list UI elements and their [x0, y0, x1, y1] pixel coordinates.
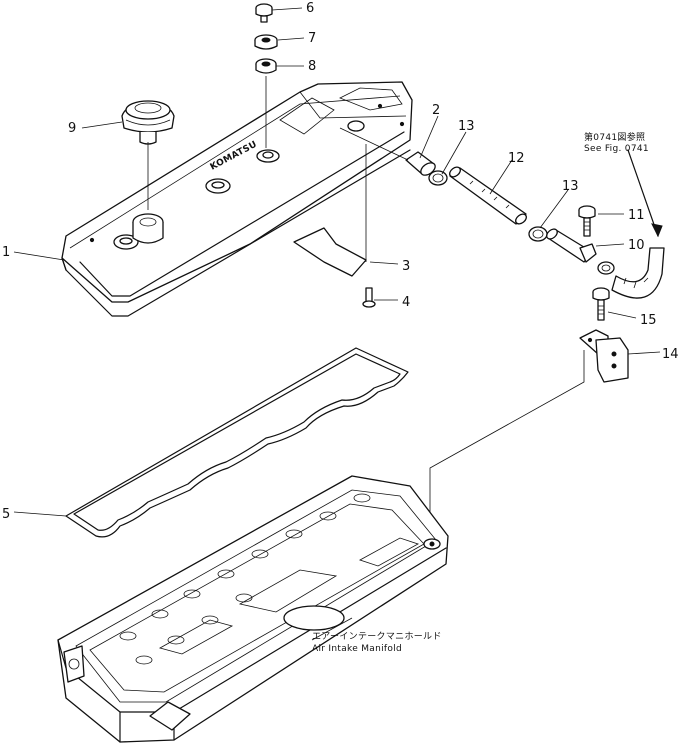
bolt-15	[592, 287, 610, 321]
callout-13a: 13	[458, 119, 475, 134]
assembly-line-bracket	[429, 350, 585, 550]
leader-lines	[13, 7, 661, 641]
see-figure-english: See Fig. 0741	[584, 144, 649, 154]
callout-10: 10	[628, 238, 645, 253]
manifold-label: エアーインテークマニホールド Air Intake Manifold	[312, 631, 442, 654]
bolt-6	[255, 3, 273, 23]
callout-11: 11	[628, 208, 645, 223]
valve-pockets	[119, 493, 371, 665]
bolt-4	[362, 287, 376, 308]
callout-12: 12	[508, 151, 525, 166]
washer-8	[255, 58, 277, 74]
oil-filler-cap	[121, 100, 175, 145]
elbow-10	[546, 228, 597, 263]
cylinder-head	[57, 475, 449, 743]
callout-3: 3	[402, 259, 410, 274]
callout-5: 5	[2, 507, 10, 522]
callout-7: 7	[308, 31, 316, 46]
hose-clamp-13a	[428, 170, 448, 186]
cylinder-head-cover: KOMATSU	[61, 81, 413, 317]
callout-4: 4	[402, 295, 410, 310]
manifold-label-japanese: エアーインテークマニホールド	[312, 631, 442, 642]
plate-3	[293, 144, 367, 277]
curved-hose	[611, 149, 665, 299]
hose-clamp-13b	[528, 226, 548, 242]
washer-7	[254, 34, 278, 50]
see-figure-japanese: 第0741図参照	[584, 131, 645, 143]
callout-13b: 13	[562, 179, 579, 194]
callout-2: 2	[432, 103, 440, 118]
callout-1: 1	[2, 245, 10, 260]
small-clamp	[597, 261, 615, 275]
see-figure-note: 第0741図参照 See Fig. 0741	[584, 131, 649, 154]
callout-15: 15	[640, 313, 657, 328]
bracket-14	[579, 329, 629, 383]
bolt-11	[578, 205, 596, 237]
callout-9: 9	[68, 121, 76, 136]
callout-8: 8	[308, 59, 316, 74]
hose-12	[449, 166, 527, 225]
callout-6: 6	[306, 1, 314, 16]
manifold-label-english: Air Intake Manifold	[312, 644, 402, 654]
callout-numbers: 1 2 3 4 5 6 7 8 9 10 11 12 13 13 14 15	[2, 1, 679, 522]
callout-14: 14	[662, 347, 679, 362]
gasket-5	[65, 347, 409, 538]
